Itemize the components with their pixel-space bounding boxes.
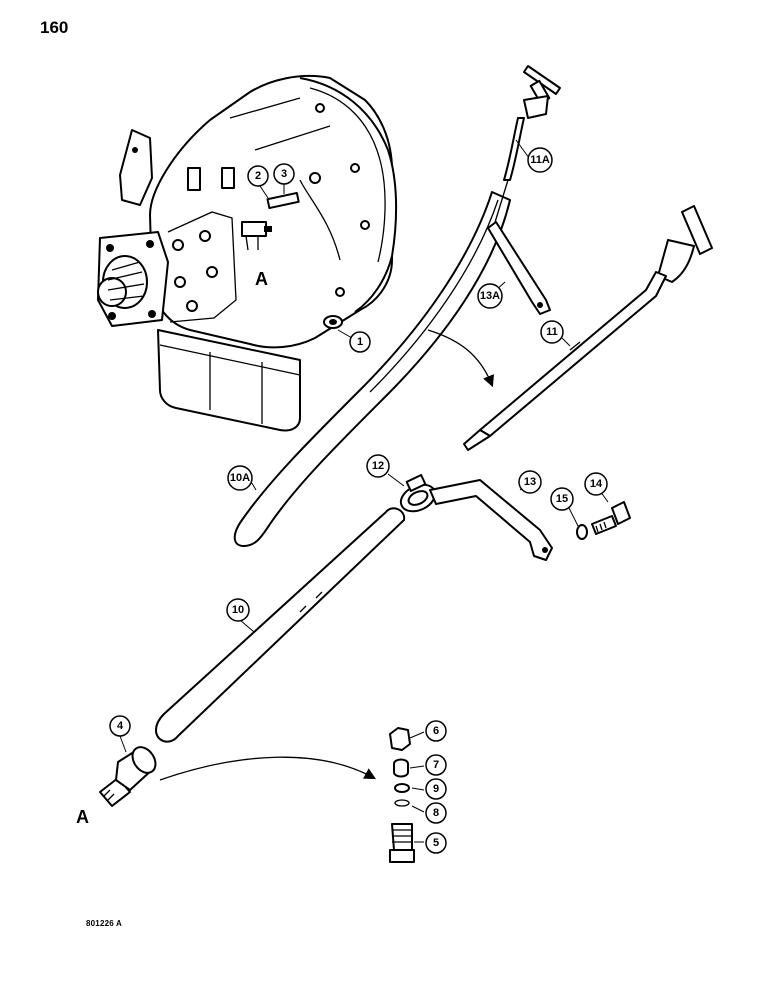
callout-13a: 13A	[477, 283, 503, 309]
svg-text:10: 10	[232, 604, 244, 616]
callout-8: 8	[425, 802, 447, 824]
callout-14: 14	[584, 472, 608, 496]
callout-9: 9	[425, 778, 447, 800]
svg-text:14: 14	[590, 478, 603, 490]
bracket-13a	[487, 221, 551, 315]
o-ring-8	[394, 799, 410, 807]
callout-1: 1	[349, 331, 371, 353]
svg-text:12: 12	[372, 460, 384, 472]
svg-text:15: 15	[556, 493, 568, 505]
svg-text:6: 6	[433, 725, 439, 737]
svg-text:4: 4	[117, 720, 124, 732]
callout-2: 2	[247, 165, 269, 187]
svg-text:13A: 13A	[480, 290, 500, 302]
housing-view-label: A	[255, 269, 268, 289]
bracket-13	[429, 479, 553, 561]
callout-15: 15	[550, 487, 574, 511]
svg-text:5: 5	[433, 837, 439, 849]
elbow-fitting-4	[99, 746, 157, 807]
callout-10: 10	[226, 598, 250, 622]
callout-6: 6	[425, 720, 447, 742]
callout-4: 4	[109, 715, 131, 737]
callout-11: 11	[540, 320, 564, 344]
svg-text:1: 1	[357, 336, 363, 348]
svg-text:11: 11	[546, 326, 558, 338]
callout-7: 7	[425, 754, 447, 776]
lock-washer-15	[576, 524, 588, 540]
page-number: 160	[40, 18, 69, 37]
washer-9	[394, 783, 410, 793]
svg-text:8: 8	[433, 807, 439, 819]
svg-text:2: 2	[255, 170, 261, 182]
dipstick-tube-10a	[233, 191, 511, 547]
svg-text:7: 7	[433, 759, 439, 771]
svg-text:11A: 11A	[530, 154, 550, 166]
nut-6	[389, 727, 411, 751]
callout-11a: 11A	[527, 147, 553, 173]
svg-text:3: 3	[281, 168, 287, 180]
sleeve-7	[393, 758, 409, 778]
dipstick-tube-10	[155, 507, 406, 743]
hose-clamp-12	[399, 474, 437, 513]
fitting-view-label: A	[76, 807, 89, 827]
adapter-5	[389, 823, 415, 863]
callout-5: 5	[425, 832, 447, 854]
svg-text:13: 13	[524, 476, 536, 488]
callout-13: 13	[518, 470, 542, 494]
callout-12: 12	[366, 454, 390, 478]
callout-3: 3	[273, 163, 295, 185]
svg-text:9: 9	[433, 783, 439, 795]
svg-text:10A: 10A	[230, 472, 250, 484]
callout-10a: 10A	[227, 465, 253, 491]
figure-code: 801226 A	[86, 919, 122, 928]
transmission-housing	[97, 75, 398, 432]
bolt-14	[591, 501, 631, 535]
dipstick-11a	[491, 65, 561, 233]
dipstick-11	[463, 205, 713, 451]
